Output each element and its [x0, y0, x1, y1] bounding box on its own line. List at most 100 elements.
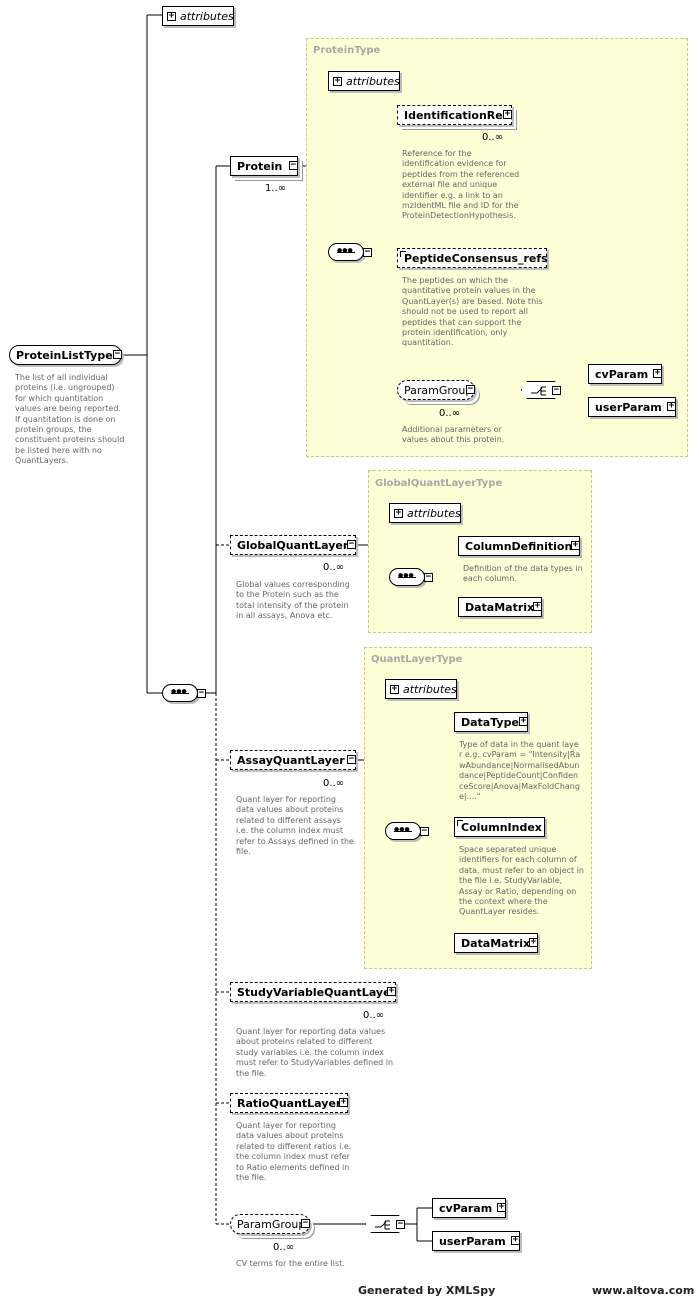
attributes-label: attributes [346, 74, 400, 88]
column-index-documentation: Space separated unique identifiers for e… [459, 845, 584, 917]
protein-multiplicity: 1..∞ [265, 183, 287, 194]
collapse-icon[interactable]: − [363, 247, 372, 257]
protein-attributes-box[interactable]: + attributes [328, 71, 400, 91]
root-element-name: ProteinListType [16, 348, 113, 362]
protein-type-title: ProteinType [313, 45, 381, 56]
global-quant-attributes-box[interactable]: + attributes [389, 503, 461, 523]
study-variable-quant-layer-name: StudyVariableQuantLayer [237, 985, 396, 999]
attributes-label: attributes [403, 682, 457, 696]
collapse-icon[interactable]: − [301, 1218, 310, 1228]
data-type-element[interactable]: DataType + [454, 712, 528, 732]
study-variable-quant-layer-multiplicity: 0..∞ [363, 1010, 385, 1021]
expand-icon[interactable]: + [387, 986, 396, 996]
identification-ref-element[interactable]: IdentificationRef + [397, 105, 512, 125]
protein-element-box[interactable]: Protein − [230, 156, 298, 176]
attributes-label: attributes [407, 506, 461, 520]
expand-icon[interactable]: + [571, 540, 580, 550]
expand-icon[interactable]: + [503, 109, 512, 119]
data-matrix-name: DataMatrix [465, 600, 535, 614]
assay-data-matrix-element[interactable]: DataMatrix + [454, 933, 538, 953]
assay-quant-layer-documentation: Quant layer for reporting data values ab… [236, 795, 354, 857]
attributes-label: attributes [180, 9, 234, 23]
sequence-compositor[interactable] [389, 568, 425, 586]
expand-icon[interactable]: + [653, 368, 662, 378]
list-user-param-element[interactable]: userParam + [432, 1231, 520, 1251]
protein-param-group-multiplicity: 0..∞ [439, 408, 461, 419]
collapse-icon[interactable]: − [347, 754, 356, 764]
documentation-flag-icon [457, 820, 463, 826]
list-param-group-multiplicity: 0..∞ [273, 1242, 295, 1253]
expand-icon[interactable]: + [533, 601, 542, 611]
expand-icon[interactable]: + [511, 1235, 520, 1245]
collapse-icon[interactable]: − [197, 688, 206, 698]
collapse-icon[interactable]: − [396, 1219, 405, 1229]
column-definition-element[interactable]: ColumnDefinition + [458, 536, 580, 556]
collapse-icon[interactable]: − [424, 572, 433, 582]
assay-quant-attributes-box[interactable]: + attributes [385, 679, 457, 699]
choice-icon [375, 1220, 390, 1230]
ratio-quant-layer-element[interactable]: RatioQuantLayer + [230, 1093, 348, 1113]
assay-quant-layer-name: AssayQuantLayer [237, 753, 345, 767]
collapse-icon[interactable]: − [552, 385, 561, 395]
collapse-icon[interactable]: − [113, 349, 122, 359]
sequence-icon [337, 247, 355, 254]
global-data-matrix-element[interactable]: DataMatrix + [458, 597, 542, 617]
peptide-consensus-refs-documentation: The peptides on which the quantitative p… [402, 276, 543, 348]
sequence-icon [171, 688, 189, 695]
column-definition-name: ColumnDefinition [465, 539, 573, 553]
protein-element-name: Protein [237, 159, 283, 173]
sequence-icon [398, 572, 416, 579]
data-type-name: DataType [461, 715, 519, 729]
global-quant-layer-element[interactable]: GlobalQuantLayer − [230, 535, 356, 555]
list-param-group-documentation: CV terms for the entire list. [236, 1259, 345, 1268]
expand-icon[interactable]: + [167, 10, 176, 21]
sequence-compositor[interactable] [328, 243, 364, 261]
user-param-name: userParam [595, 400, 662, 414]
expand-icon[interactable]: + [339, 1097, 348, 1107]
column-index-name: ColumnIndex [461, 820, 542, 834]
expand-icon[interactable]: + [333, 75, 342, 86]
cv-param-name: cvParam [439, 1201, 493, 1215]
global-quant-layer-documentation: Global values corresponding to the Prote… [236, 580, 350, 621]
protein-user-param-element[interactable]: userParam + [588, 397, 676, 417]
list-cv-param-element[interactable]: cvParam + [432, 1198, 506, 1218]
global-quant-layer-name: GlobalQuantLayer [237, 538, 349, 552]
collapse-icon[interactable]: − [420, 826, 429, 836]
identification-ref-multiplicity: 0..∞ [482, 132, 504, 143]
altova-site-link[interactable]: www.altova.com [592, 1284, 695, 1297]
expand-icon[interactable]: + [529, 937, 538, 947]
list-param-group-element[interactable]: ParamGroup − [230, 1214, 310, 1234]
study-variable-quant-layer-documentation: Quant layer for reporting data values ab… [236, 1027, 394, 1078]
assay-quant-layer-multiplicity: 0..∞ [323, 778, 345, 789]
peptide-consensus-refs-element[interactable]: PeptideConsensus_refs [397, 248, 548, 268]
protein-cv-param-element[interactable]: cvParam + [588, 364, 662, 384]
column-definition-documentation: Definition of the data types in each col… [463, 564, 583, 584]
collapse-icon[interactable]: − [347, 539, 356, 549]
root-attributes-box[interactable]: + attributes [162, 6, 234, 26]
collapse-icon[interactable]: − [289, 160, 298, 170]
data-type-documentation: Type of data in the quant layer e.g. cvP… [459, 740, 581, 802]
expand-icon[interactable]: + [519, 716, 528, 726]
quant-layer-type-title: QuantLayerType [371, 654, 463, 665]
peptide-consensus-refs-name: PeptideConsensus_refs [404, 251, 548, 265]
user-param-name: userParam [439, 1234, 506, 1248]
column-index-element[interactable]: ColumnIndex [454, 817, 545, 837]
study-variable-quant-layer-element[interactable]: StudyVariableQuantLayer + [230, 982, 396, 1002]
protein-param-group-name: ParamGroup [404, 383, 473, 397]
sequence-compositor[interactable] [162, 684, 198, 702]
protein-param-group-element[interactable]: ParamGroup − [397, 380, 475, 400]
collapse-icon[interactable]: − [466, 384, 475, 394]
assay-quant-layer-element[interactable]: AssayQuantLayer − [230, 750, 356, 770]
expand-icon[interactable]: + [390, 683, 399, 694]
ratio-quant-layer-name: RatioQuantLayer [237, 1096, 342, 1110]
expand-icon[interactable]: + [667, 401, 676, 411]
ratio-quant-layer-documentation: Quant layer for reporting data values ab… [236, 1121, 352, 1183]
expand-icon[interactable]: + [497, 1202, 506, 1212]
choice-icon [531, 386, 546, 396]
root-documentation: The list of all individual proteins (i.e… [15, 373, 125, 466]
sequence-compositor[interactable] [385, 822, 421, 840]
global-quant-layer-type-title: GlobalQuantLayerType [375, 478, 503, 489]
expand-icon[interactable]: + [394, 507, 403, 518]
root-element-box[interactable]: ProteinListType − [9, 345, 122, 365]
global-quant-layer-multiplicity: 0..∞ [323, 562, 345, 573]
